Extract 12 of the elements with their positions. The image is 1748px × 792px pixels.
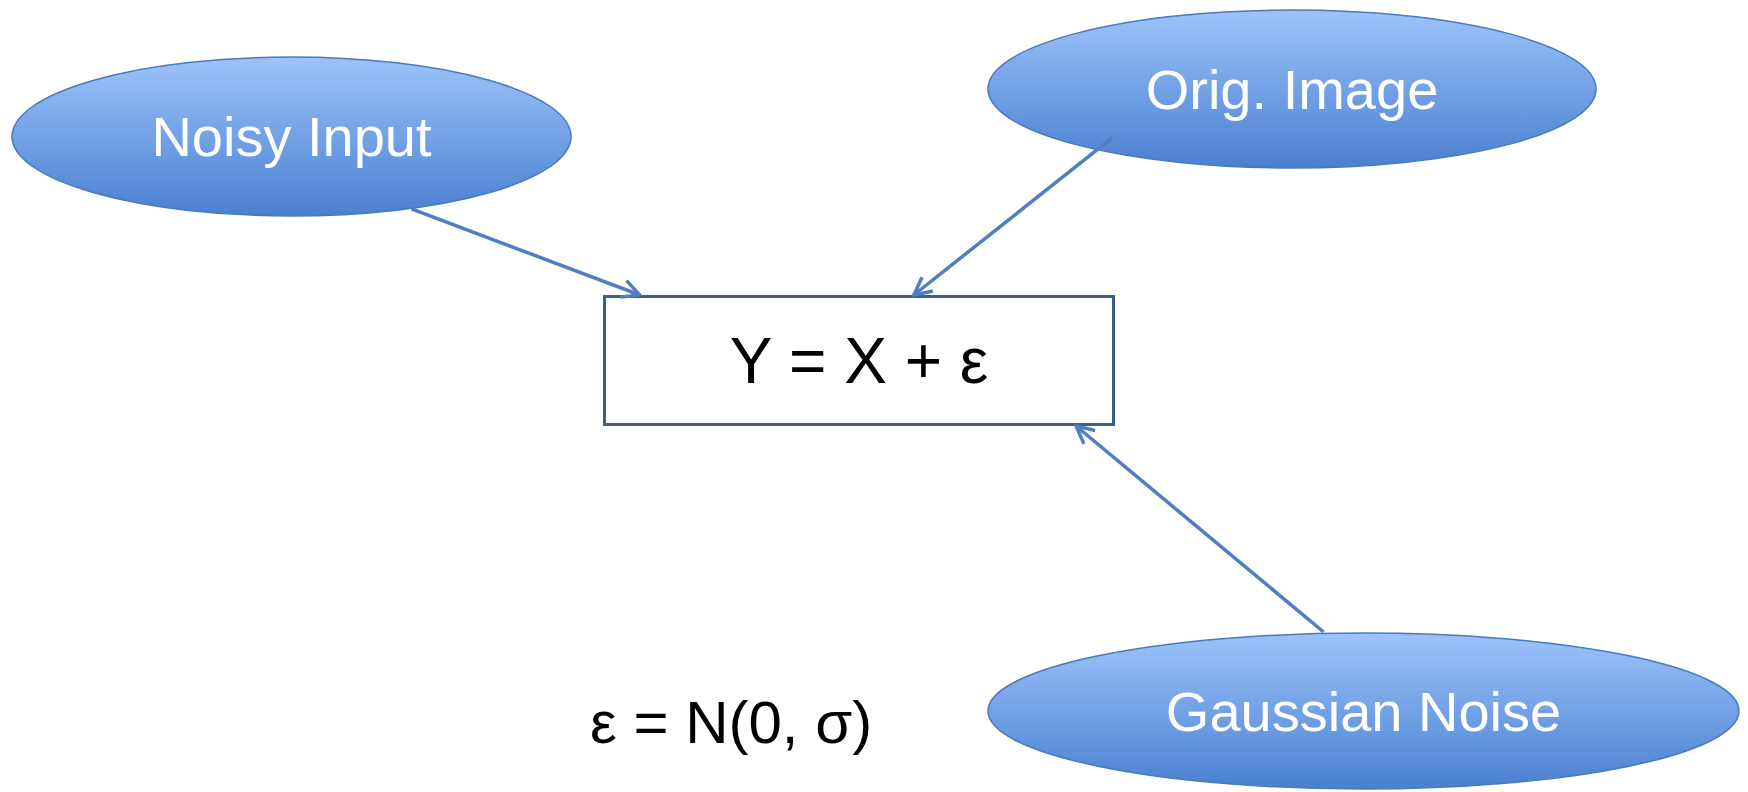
node-label: Orig. Image: [1145, 56, 1439, 122]
arrow: [410, 207, 642, 299]
node-label: Gaussian Noise: [1165, 678, 1562, 744]
ellipse-node: [11, 56, 572, 217]
ellipse-node: [987, 632, 1740, 790]
formula-note: ε = N(0, σ): [590, 688, 873, 757]
node-label: Noisy Input: [151, 104, 432, 169]
arrow: [912, 136, 1114, 297]
formula-text: Y = X + ε: [729, 323, 989, 398]
formula-box: [603, 295, 1115, 426]
arrow: [1074, 424, 1325, 634]
ellipse-node: [987, 9, 1597, 169]
